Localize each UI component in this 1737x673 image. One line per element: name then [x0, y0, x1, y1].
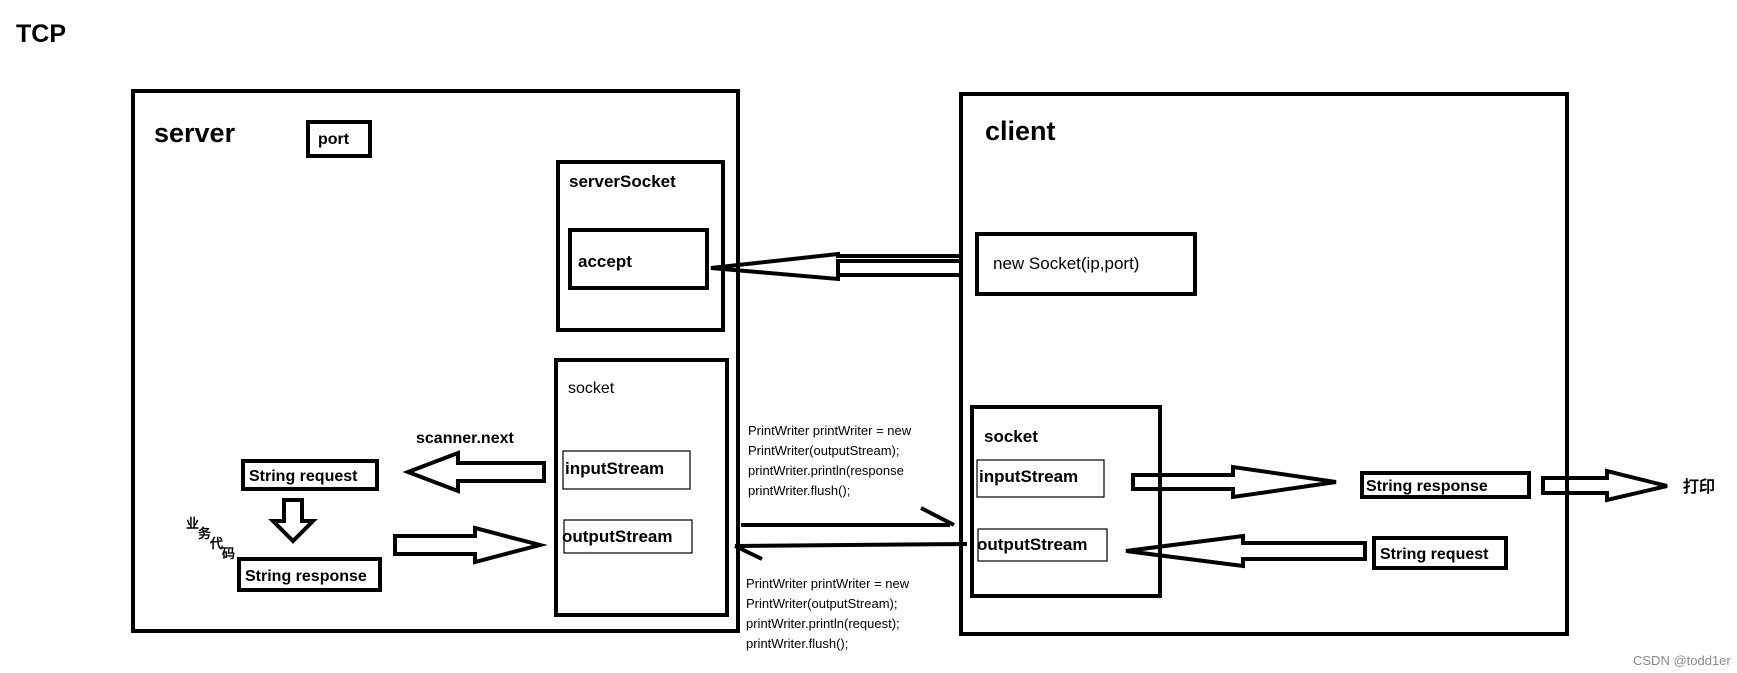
accept-label: accept — [578, 252, 632, 271]
client-to-server-line — [734, 542, 968, 548]
code-response-line-3: printWriter.println(response — [748, 463, 904, 478]
client-box — [959, 92, 1569, 636]
request-to-output-arrow — [1125, 533, 1367, 569]
server-input-stream-box — [562, 450, 691, 490]
client-string-response-box — [1360, 471, 1531, 499]
code-response: PrintWriter printWriter = new PrintWrite… — [748, 423, 912, 498]
client-string-response-label: String response — [1366, 478, 1488, 495]
input-to-response-arrow — [1131, 464, 1337, 500]
scanner-next-label: scanner.next — [416, 430, 515, 447]
server-output-stream-box — [563, 519, 693, 554]
client-input-stream-label: inputStream — [979, 467, 1078, 486]
watermark: CSDN @todd1er — [1633, 653, 1731, 668]
new-socket-label: new Socket(ip,port) — [993, 254, 1139, 273]
business-code-char-2: 务 — [198, 526, 212, 542]
client-output-stream-label: outputStream — [977, 535, 1088, 554]
new-socket-box — [975, 232, 1197, 296]
client-string-request-box — [1372, 536, 1508, 570]
server-to-client-head — [920, 506, 955, 527]
code-request: PrintWriter printWriter = new PrintWrite… — [746, 576, 910, 651]
client-string-request-label: String request — [1380, 546, 1489, 563]
print-label: 打印 — [1683, 477, 1715, 496]
client-input-stream-box — [976, 459, 1105, 498]
server-input-stream-label: inputStream — [565, 459, 664, 478]
client-socket-conn-box — [970, 405, 1162, 598]
server-label: server — [154, 118, 236, 148]
port-box — [306, 120, 372, 158]
code-response-line-1: PrintWriter printWriter = new — [748, 423, 912, 438]
port-label: port — [318, 131, 350, 148]
code-request-line-1: PrintWriter printWriter = new — [746, 576, 910, 591]
code-response-line-4: printWriter.flush(); — [748, 483, 850, 498]
server-socket-conn-label: socket — [568, 380, 615, 397]
connect-arrow — [710, 251, 961, 282]
client-to-server-head — [734, 544, 763, 561]
server-string-request-box — [241, 459, 379, 491]
server-socket-label: serverSocket — [569, 172, 676, 191]
server-output-stream-label: outputStream — [562, 527, 673, 546]
server-socket-box — [556, 160, 725, 332]
response-to-output-arrow — [393, 525, 548, 565]
scanner-arrow — [402, 450, 546, 494]
server-string-response-box — [237, 557, 382, 592]
client-socket-conn-label: socket — [984, 427, 1038, 446]
code-response-line-2: PrintWriter(outputStream); — [748, 443, 899, 458]
business-code-char-3: 代 — [209, 536, 223, 552]
server-socket-conn-box — [554, 358, 729, 617]
business-code-char-4: 码 — [222, 547, 235, 562]
diagram-title: TCP — [16, 20, 66, 48]
client-label: client — [985, 116, 1056, 146]
code-request-line-2: PrintWriter(outputStream); — [746, 596, 897, 611]
code-request-line-3: printWriter.println(request); — [746, 616, 900, 631]
server-string-request-label: String request — [249, 468, 358, 485]
code-request-line-4: printWriter.flush(); — [746, 636, 848, 651]
accept-box — [568, 228, 709, 290]
business-code-char-1: 业 — [186, 516, 199, 532]
client-output-stream-box — [977, 528, 1108, 562]
server-box — [131, 89, 740, 633]
business-down-arrow — [268, 498, 318, 544]
response-to-print-arrow — [1541, 468, 1668, 503]
server-string-response-label: String response — [245, 568, 367, 585]
